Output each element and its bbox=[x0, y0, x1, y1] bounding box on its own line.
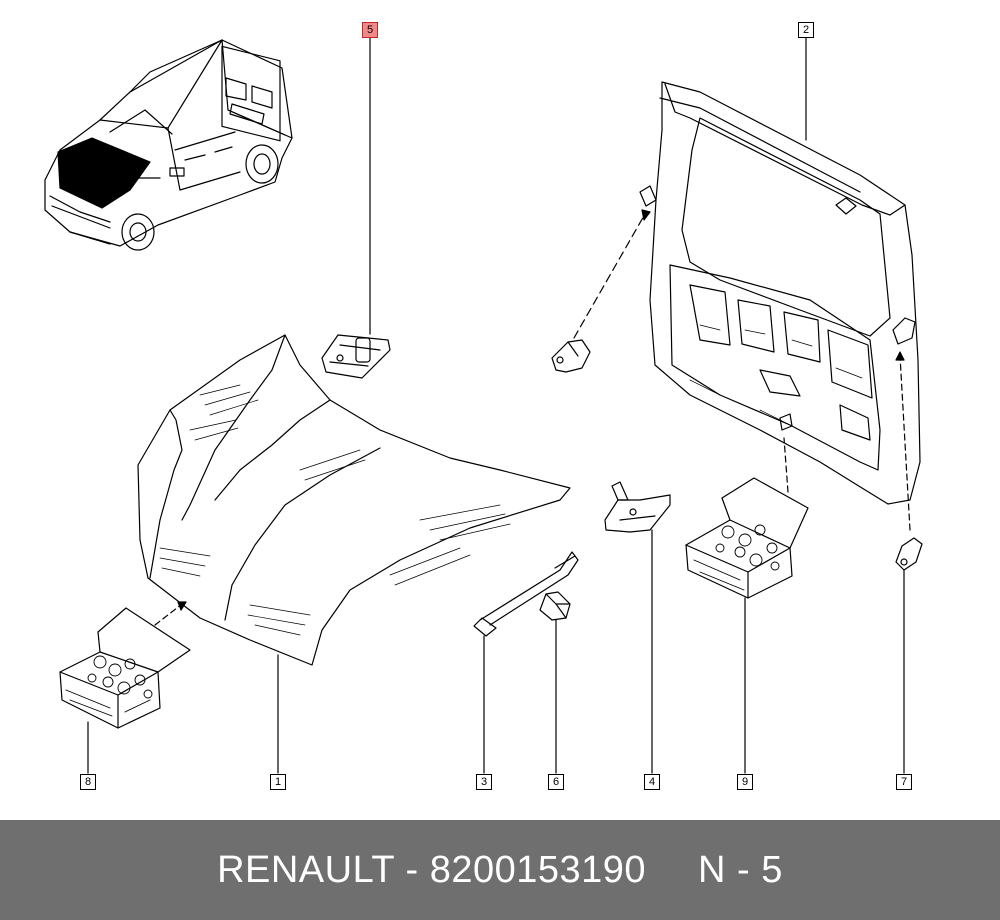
vehicle-hood-highlight bbox=[57, 137, 151, 209]
rubber-stop-part-7 bbox=[895, 537, 923, 571]
callout-8: 8 bbox=[80, 774, 96, 790]
dashed-line-hinge bbox=[573, 213, 646, 339]
fixings-kit-part-8 bbox=[59, 607, 191, 729]
dashed-line-7 bbox=[899, 355, 911, 531]
tailgate-hinge bbox=[551, 339, 591, 373]
diagram-position-text: N - 5 bbox=[698, 848, 783, 891]
parts-diagram bbox=[44, 35, 923, 774]
callout-2: 2 bbox=[798, 22, 814, 38]
part-number-text: RENAULT - 8200153190 bbox=[217, 848, 647, 891]
fixings-kit-part-9 bbox=[685, 477, 809, 599]
callout-9: 9 bbox=[737, 774, 753, 790]
hood-striker-part-5 bbox=[321, 334, 391, 379]
callout-1: 1 bbox=[270, 774, 286, 790]
clip-part-6 bbox=[539, 591, 571, 621]
dashed-line-8 bbox=[154, 603, 183, 626]
vehicle-illustration bbox=[44, 39, 293, 251]
part-number-footer: RENAULT - 8200153190 N - 5 bbox=[0, 820, 1000, 920]
tailgate-part-2 bbox=[639, 81, 921, 505]
bonnet-part-1 bbox=[137, 334, 571, 666]
bracket-part-4 bbox=[604, 481, 671, 533]
hood-stay-part-3 bbox=[473, 551, 579, 637]
callout-3: 3 bbox=[476, 774, 492, 790]
callout-7: 7 bbox=[896, 774, 912, 790]
callout-6: 6 bbox=[548, 774, 564, 790]
callout-5: 5 bbox=[362, 22, 378, 38]
callout-4: 4 bbox=[644, 774, 660, 790]
dashed-line-9 bbox=[783, 437, 789, 493]
